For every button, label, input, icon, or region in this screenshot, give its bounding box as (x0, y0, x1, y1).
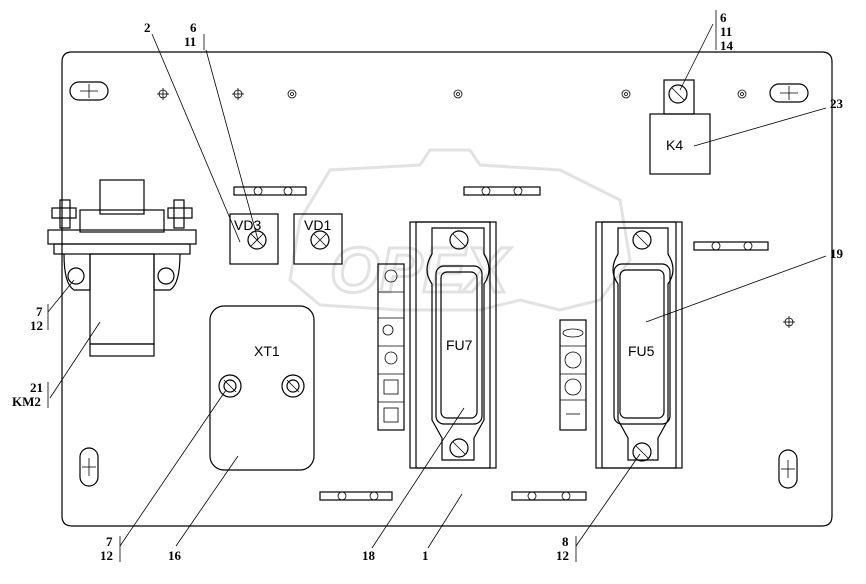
callout-12-bottom-right: 12 (556, 548, 569, 563)
mounting-slot-bottom-left (79, 447, 99, 487)
indicator-symbol-icon (377, 263, 405, 431)
k4-label: K4 (666, 137, 683, 153)
callout-7-left: 7 (36, 304, 43, 319)
callout-12-left: 12 (30, 318, 43, 333)
bus-bar (233, 186, 307, 196)
bus-bar (511, 491, 587, 501)
rivet (737, 89, 747, 99)
bus-bar (319, 491, 393, 501)
fu5-label: FU5 (628, 343, 655, 359)
callout-19: 19 (830, 246, 844, 261)
diode-icon (229, 213, 279, 265)
vd1-label: VD1 (304, 217, 331, 233)
callout-11-top: 11 (184, 34, 196, 49)
relay-icon (649, 79, 711, 175)
rivet (783, 316, 795, 328)
callout-21: 21 (30, 380, 43, 395)
mounting-slot-bottom-right (778, 449, 798, 489)
vd3-label: VD3 (234, 217, 261, 233)
callout-18: 18 (362, 548, 376, 563)
callout-6-right: 6 (720, 10, 727, 25)
rivet (453, 89, 463, 99)
callout-km2: KM2 (12, 394, 41, 409)
fuse-icon (409, 221, 497, 469)
mounting-slot-top-left (69, 81, 109, 101)
mounting-slot-top-right (769, 83, 809, 103)
indicator-symbol-icon (559, 319, 587, 431)
callout-23: 23 (830, 96, 844, 111)
rivet (621, 89, 631, 99)
bus-bar (463, 186, 541, 196)
callout-2: 2 (144, 20, 151, 35)
callout-1: 1 (422, 548, 429, 563)
callout-11-right: 11 (720, 24, 732, 39)
rivet (287, 89, 297, 99)
leader-lines (47, 10, 827, 562)
callout-7-bottom: 7 (106, 534, 113, 549)
terminal-block-icon (209, 305, 315, 471)
relay-icon (47, 179, 197, 357)
callout-16: 16 (168, 548, 182, 563)
watermark-logo: OPEX (288, 148, 632, 312)
rivet (157, 88, 169, 100)
callout-8-bottom: 8 (562, 534, 569, 549)
mounting-plate (61, 51, 833, 527)
xt1-label: XT1 (254, 343, 280, 359)
fu7-label: FU7 (446, 337, 473, 353)
fuse-icon (595, 221, 683, 469)
diode-icon (293, 213, 343, 265)
bus-bar (693, 241, 769, 251)
callout-12-bottom: 12 (100, 548, 113, 563)
rivet (232, 88, 244, 100)
callout-14-right: 14 (720, 38, 734, 53)
callout-6-top: 6 (190, 20, 197, 35)
